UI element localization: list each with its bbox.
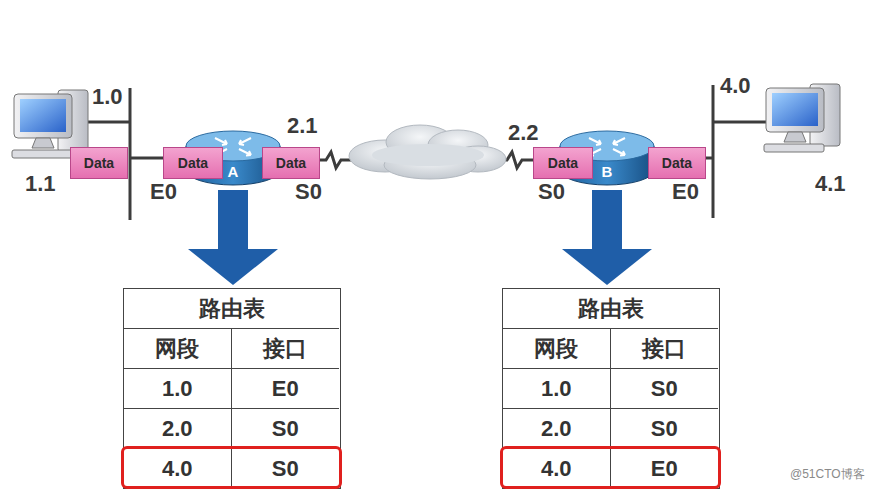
interface-address: 2.1 [287,115,318,137]
wan-cloud [349,125,506,179]
lookup-arrow [188,190,278,285]
table-cell-text: 接口 [263,338,307,360]
table-cell: 4.0 [124,449,232,489]
data-packet: Data [70,147,128,179]
arrow-head [188,249,278,285]
table-cell: S0 [611,409,719,449]
table-cell-text: 1.0 [541,378,572,400]
arrow-shaft [218,190,248,251]
table-cell: S0 [232,409,340,449]
ethernet-wires [88,85,770,220]
interface-address: 1.0 [92,86,123,108]
table-cell-text: 4.0 [162,458,193,480]
table-cell-text: 2.0 [541,418,572,440]
table-cell-text: 网段 [534,338,578,360]
table-cell-text: E0 [272,378,299,400]
table-cell-text: S0 [272,458,299,480]
table-cell: 接口 [232,329,340,369]
routing-table: 路由表网段接口1.0S02.0S04.0E0 [502,288,720,489]
table-cell: E0 [611,449,719,489]
data-packet: Data [533,147,593,179]
packet-label: Data [276,155,306,171]
arrow-shaft [592,190,622,251]
table-cell: 接口 [611,329,719,369]
interface-address: S0 [538,181,565,203]
table-cell-text: S0 [651,378,678,400]
table-cell-text: 4.0 [541,458,572,480]
table-cell: 网段 [124,329,232,369]
table-cell-text: E0 [651,458,678,480]
table-cell: 1.0 [503,369,611,409]
pc-icon [764,84,840,152]
table-cell-text: 1.0 [162,378,193,400]
data-packet: Data [262,147,320,179]
table-cell-text: 接口 [642,338,686,360]
table-title: 路由表 [578,298,644,320]
arrow-head [562,249,652,285]
table-cell-text: S0 [651,418,678,440]
table-cell-text: 2.0 [162,418,193,440]
highlight-box [500,446,721,489]
interface-address: E0 [672,181,699,203]
table-cell: S0 [232,449,340,489]
data-packet: Data [648,147,706,179]
interface-address: 4.0 [720,75,751,97]
table-cell: 4.0 [503,449,611,489]
table-cell: 2.0 [124,409,232,449]
lookup-arrow [562,190,652,285]
table-cell: 1.0 [124,369,232,409]
interface-address: E0 [150,181,177,203]
packet-label: Data [84,155,114,171]
watermark: @51CTO博客 [790,468,865,480]
data-packet: Data [163,147,223,179]
table-title: 路由表 [199,298,265,320]
interface-address: 2.2 [508,122,539,144]
table-cell: 2.0 [503,409,611,449]
interface-address: 1.1 [25,173,56,195]
packet-label: Data [548,155,578,171]
table-title-cell: 路由表 [503,289,718,329]
table-cell: 网段 [503,329,611,369]
routing-table: 路由表网段接口1.0E02.0S04.0S0 [123,288,341,489]
table-cell-text: 网段 [155,338,199,360]
highlight-box [121,446,342,489]
table-cell-text: S0 [272,418,299,440]
table-cell: S0 [611,369,719,409]
packet-label: Data [178,155,208,171]
table-cell: E0 [232,369,340,409]
table-title-cell: 路由表 [124,289,339,329]
packet-label: Data [662,155,692,171]
interface-address: S0 [295,181,322,203]
interface-address: 4.1 [815,173,846,195]
